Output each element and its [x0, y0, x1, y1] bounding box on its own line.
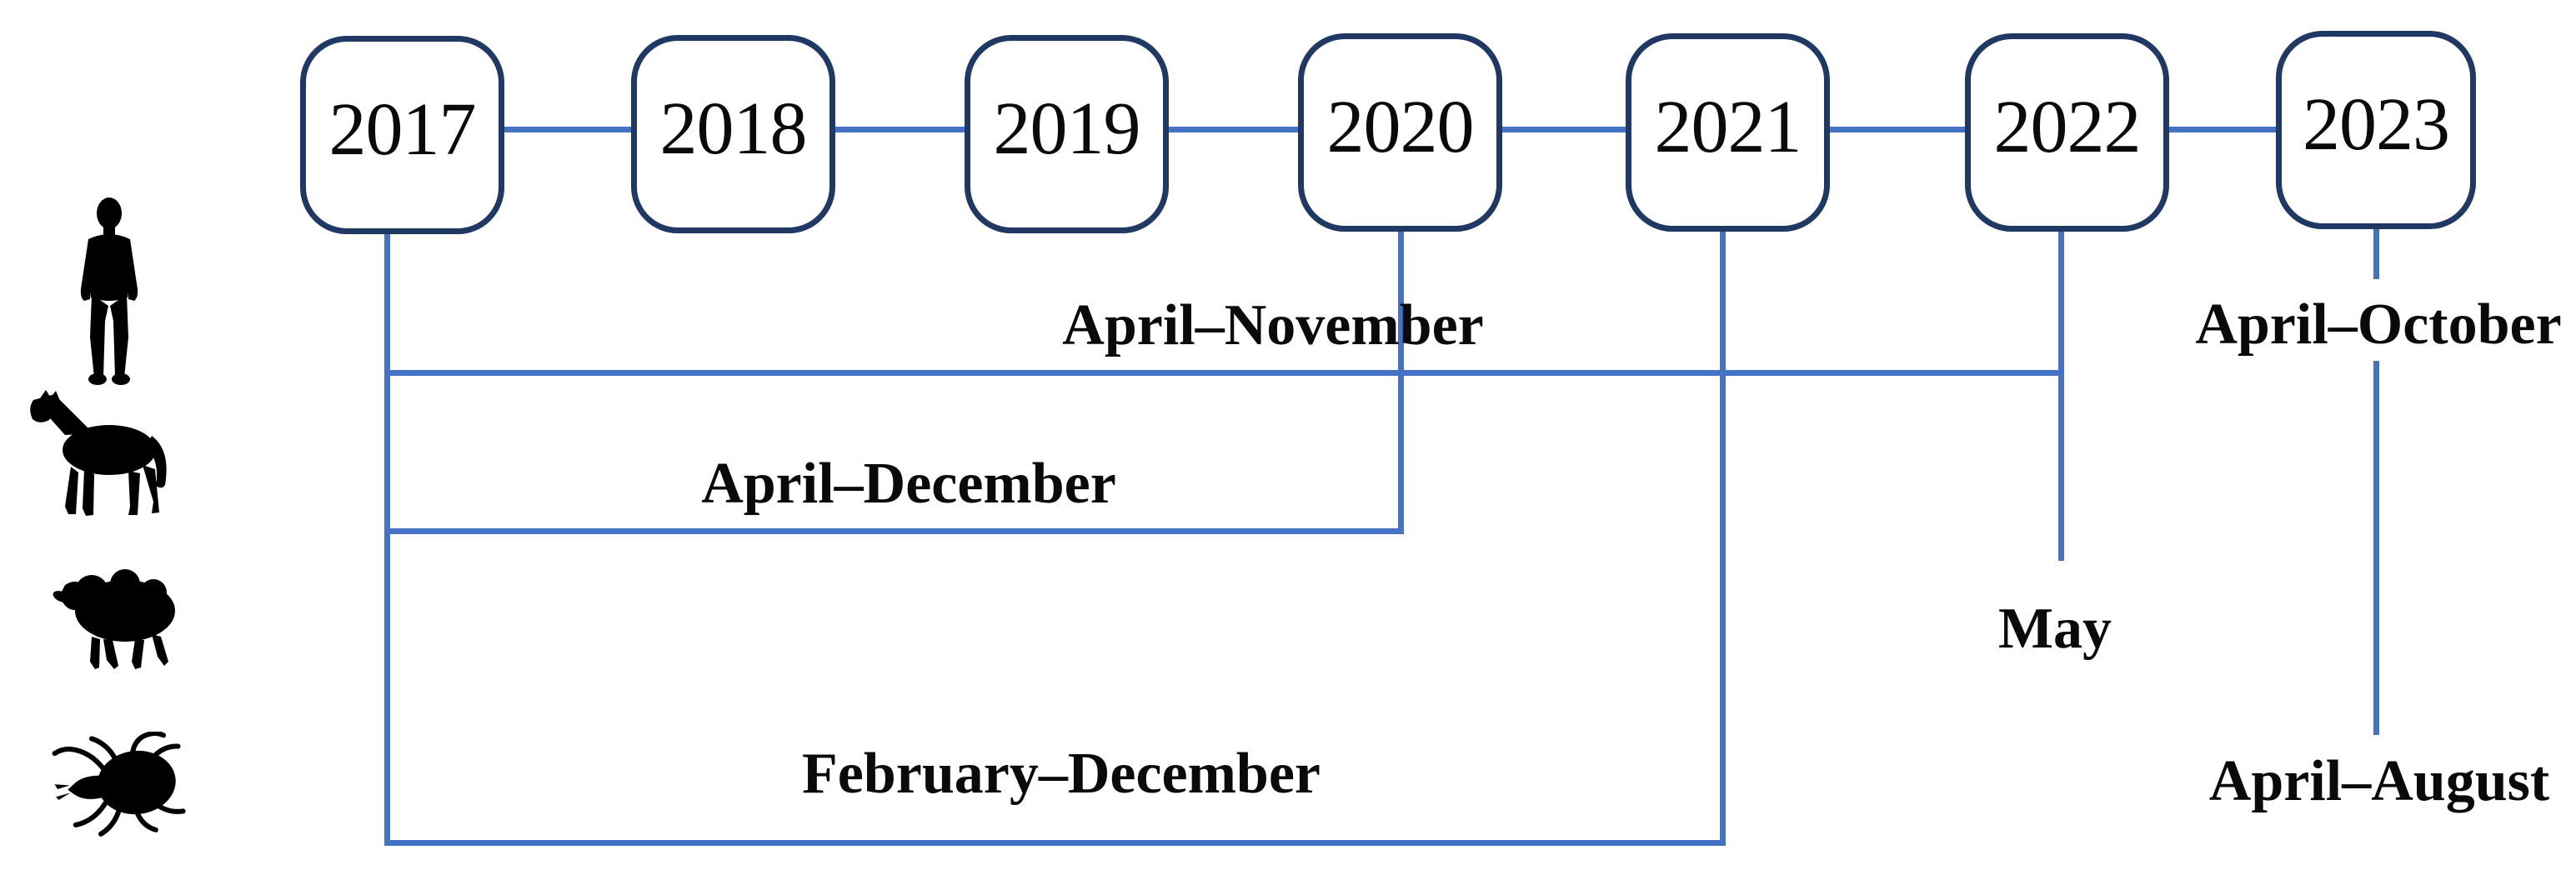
horse-period-label: April–December — [701, 452, 1116, 516]
horse-period-line — [384, 528, 1404, 534]
human-period-label: April–November — [1062, 293, 1484, 358]
tick-icon — [52, 732, 186, 837]
branch-2021-vertical — [1720, 228, 1726, 845]
year-box-2019: 2019 — [965, 35, 1169, 233]
year-box-2018: 2018 — [631, 35, 835, 233]
branch-2023-upper-stub — [2373, 222, 2379, 279]
timeline-connector-2022-2023 — [2167, 127, 2279, 132]
branch-2022-may-vertical — [2058, 227, 2064, 561]
human-2023-period-label: April–October — [2195, 292, 2562, 357]
year-box-2020: 2020 — [1298, 33, 1502, 232]
tick-period-line — [384, 840, 1726, 846]
horse-icon — [30, 390, 167, 516]
timeline-connector-2017-2018 — [501, 127, 634, 132]
human-icon — [80, 198, 138, 385]
sheep-icon — [53, 569, 175, 669]
branch-2017-vertical — [384, 233, 390, 845]
timeline-connector-2019-2020 — [1166, 127, 1301, 132]
timeline-connector-2018-2019 — [833, 127, 968, 132]
sheep-period-label: May — [1997, 597, 2112, 661]
branch-2023-lower-vertical — [2373, 361, 2379, 735]
tick-2023-period-label: April–August — [2208, 749, 2550, 813]
year-box-2021: 2021 — [1626, 33, 1830, 232]
human-period-line — [384, 370, 2064, 376]
timeline-connector-2021-2022 — [1827, 127, 1968, 132]
year-box-2017: 2017 — [300, 36, 504, 234]
timeline-connector-2020-2021 — [1500, 127, 1629, 132]
branch-2020-vertical — [1398, 228, 1404, 533]
year-box-2022: 2022 — [1965, 33, 2169, 232]
year-box-2023: 2023 — [2276, 31, 2476, 229]
tick-period-label: February–December — [802, 742, 1321, 806]
